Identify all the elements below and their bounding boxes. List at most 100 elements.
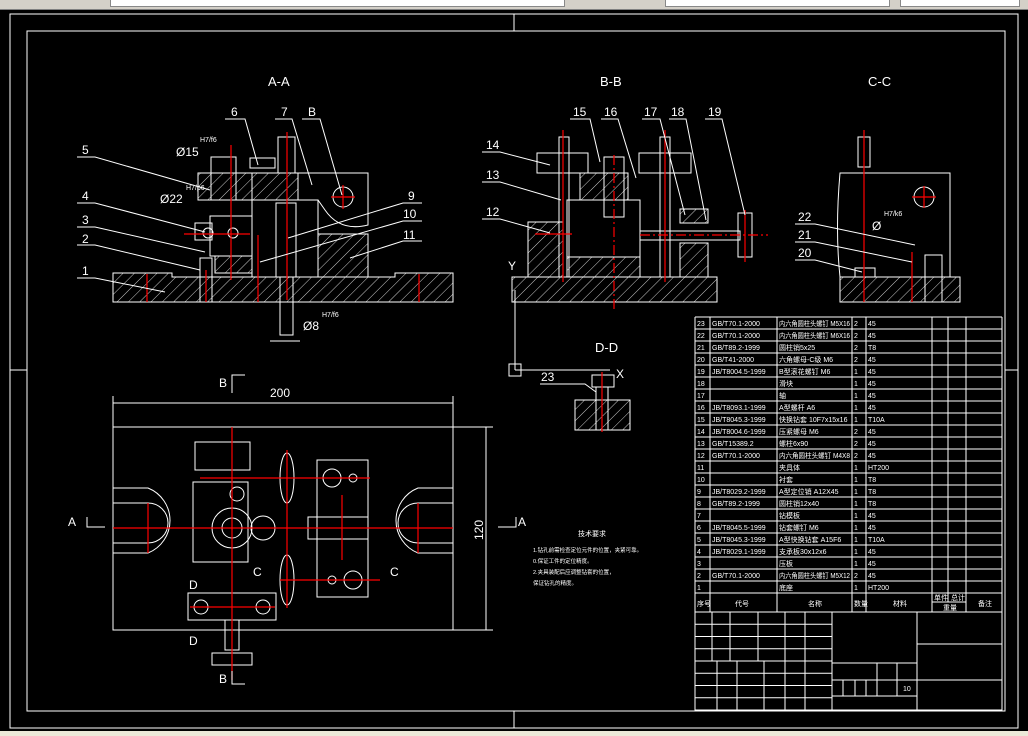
- table-cell: 6: [697, 525, 701, 532]
- table-cell: 45: [868, 381, 876, 388]
- table-cell: 1: [854, 465, 858, 472]
- table-cell: 2: [854, 345, 858, 352]
- callout-17: 17: [644, 105, 658, 119]
- table-cell: T8: [868, 489, 876, 496]
- table-cell: 1: [854, 585, 858, 592]
- table-cell: 压板: [779, 559, 793, 568]
- table-cell: 钻模板: [779, 511, 800, 520]
- table-cell: 2: [854, 321, 858, 328]
- callout-14: 14: [486, 138, 500, 152]
- table-header: 单件: [934, 593, 948, 602]
- table-cell: 19: [697, 369, 705, 376]
- fit-dim-cc: Ø: [872, 219, 881, 233]
- table-cell: 轴: [779, 391, 786, 400]
- table-cell: 1: [854, 393, 858, 400]
- table-cell: GB/T41-2000: [712, 357, 754, 364]
- layer-dropdown[interactable]: [110, 0, 565, 7]
- table-cell: 1: [854, 417, 858, 424]
- table-cell: 支承板30x12x6: [779, 547, 827, 556]
- ucs-x-label: X: [616, 367, 624, 381]
- callout-b: B: [308, 105, 316, 119]
- table-cell: 1: [854, 477, 858, 484]
- table-cell: 45: [868, 393, 876, 400]
- table-cell: JB/T8093.1-1999: [712, 405, 766, 412]
- table-cell: 12: [697, 453, 705, 460]
- table-cell: 11: [697, 465, 704, 472]
- table-cell: 5: [697, 537, 701, 544]
- table-cell: 1: [854, 537, 858, 544]
- fit-dim-3: Ø8: [303, 319, 319, 333]
- table-cell: 23: [697, 321, 705, 328]
- table-cell: GB/T70.1-2000: [712, 333, 760, 340]
- table-cell: 9: [697, 489, 701, 496]
- linetype-dropdown[interactable]: [900, 0, 1020, 7]
- fit-dim-1: Ø15: [176, 145, 199, 159]
- section-view-cc: C-C 22 21 20 Ø H7/k6: [795, 74, 961, 303]
- table-cell: T8: [868, 477, 876, 484]
- table-cell: GB/T15389.2: [712, 441, 754, 448]
- table-cell: JB/T8004.5-1999: [712, 369, 766, 376]
- callout-23: 23: [541, 370, 555, 384]
- table-header: 总计: [951, 593, 965, 602]
- table-cell: 1: [854, 501, 858, 508]
- callout-5: 5: [82, 143, 89, 157]
- table-cell: 内六角圆柱头螺钉 M5X16: [779, 319, 850, 328]
- table-cell: A型定位销 A12X45: [779, 487, 839, 496]
- table-cell: 45: [868, 549, 876, 556]
- table-cell: 15: [697, 417, 705, 424]
- table-cell: 45: [868, 453, 876, 460]
- color-dropdown[interactable]: [665, 0, 890, 7]
- table-cell: 45: [868, 561, 876, 568]
- table-cell: 45: [868, 357, 876, 364]
- fit-tol-2: H7/p6: [186, 185, 205, 192]
- table-cell: 45: [868, 573, 876, 580]
- callout-18: 18: [671, 105, 685, 119]
- section-view-bb: B-B 14 13 12 15 16 17 18 19: [482, 74, 768, 312]
- callout-9: 9: [408, 189, 415, 203]
- table-cell: GB/T89.2-1999: [712, 345, 760, 352]
- fit-tol-cc: H7/k6: [884, 211, 902, 218]
- tech-req-title: 技术要求: [578, 529, 606, 538]
- section-mark-b-top: B: [219, 376, 227, 390]
- table-cell: 夹具体: [779, 463, 800, 472]
- section-mark-b-bottom: B: [219, 672, 227, 686]
- table-cell: 螺柱6x90: [779, 439, 808, 448]
- table-cell: 14: [697, 429, 705, 436]
- table-cell: 2: [854, 357, 858, 364]
- table-cell: 7: [697, 513, 701, 520]
- tech-req-line: 1.钻孔前需检查定位元件的位置，夹紧可靠。: [533, 546, 642, 554]
- table-cell: 45: [868, 441, 876, 448]
- table-cell: GB/T70.1-2000: [712, 453, 760, 460]
- table-cell: JB/T8029.1-1999: [712, 549, 766, 556]
- table-cell: 2: [854, 429, 858, 436]
- table-cell: 16: [697, 405, 705, 412]
- table-cell: 2: [854, 333, 858, 340]
- callout-7: 7: [281, 105, 288, 119]
- table-cell: 8: [697, 501, 701, 508]
- table-cell: JB/T8004.6-1999: [712, 429, 766, 436]
- drawing-canvas[interactable]: A-A 5 4 3 2 1 6 7: [0, 10, 1028, 731]
- table-cell: 45: [868, 369, 876, 376]
- table-cell: 1: [854, 561, 858, 568]
- callout-11: 11: [403, 228, 416, 242]
- table-header: 材料: [893, 599, 907, 608]
- table-cell: 底座: [779, 583, 793, 592]
- table-cell: 22: [697, 333, 705, 340]
- table-cell: 45: [868, 321, 876, 328]
- table-cell: 45: [868, 525, 876, 532]
- view-title-aa: A-A: [268, 74, 290, 89]
- table-cell: 内六角圆柱头螺钉 M4X8: [779, 451, 850, 460]
- section-mark-c-left: C: [253, 565, 262, 579]
- status-bar: [0, 731, 1028, 736]
- table-cell: 20: [697, 357, 705, 364]
- ucs-y-label: Y: [508, 259, 516, 273]
- section-view-dd: D-D 23 Y X: [508, 259, 631, 432]
